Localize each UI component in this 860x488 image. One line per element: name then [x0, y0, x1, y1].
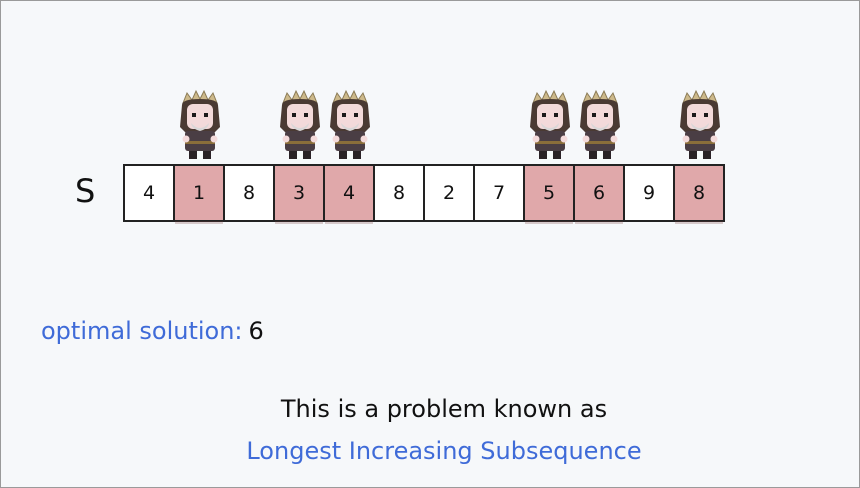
crowned-king-figure-icon: [174, 89, 226, 161]
sequence-cell: 8: [375, 164, 425, 222]
sequence-cell-selected: 6: [575, 164, 625, 224]
sequence-label: S: [75, 172, 96, 210]
crowned-king-figure-icon: [674, 89, 726, 161]
optimal-solution-value: 6: [248, 317, 264, 345]
sequence-cell: 2: [425, 164, 475, 222]
sequence-cell: 9: [625, 164, 675, 222]
crowned-king-figure-icon: [574, 89, 626, 161]
optimal-solution-label: optimal solution:: [41, 317, 243, 345]
sequence-cell: 7: [475, 164, 525, 222]
crowned-king-figure-icon: [324, 89, 376, 161]
crowned-king-figure-icon: [524, 89, 576, 161]
sequence-cell: 8: [225, 164, 275, 222]
crowned-king-figure-icon: [274, 89, 326, 161]
sequence-cell: 4: [125, 164, 175, 222]
problem-intro-text: This is a problem known as: [280, 395, 608, 423]
optimal-solution: optimal solution:6: [41, 315, 264, 347]
sequence-cell-selected: 1: [175, 164, 225, 224]
problem-name-text: Longest Increasing Subsequence: [246, 437, 642, 465]
sequence-cell-selected: 5: [525, 164, 575, 224]
sequence-cell-selected: 4: [325, 164, 375, 224]
sequence-cell-selected: 3: [275, 164, 325, 224]
sequence-cell-selected: 8: [675, 164, 725, 224]
